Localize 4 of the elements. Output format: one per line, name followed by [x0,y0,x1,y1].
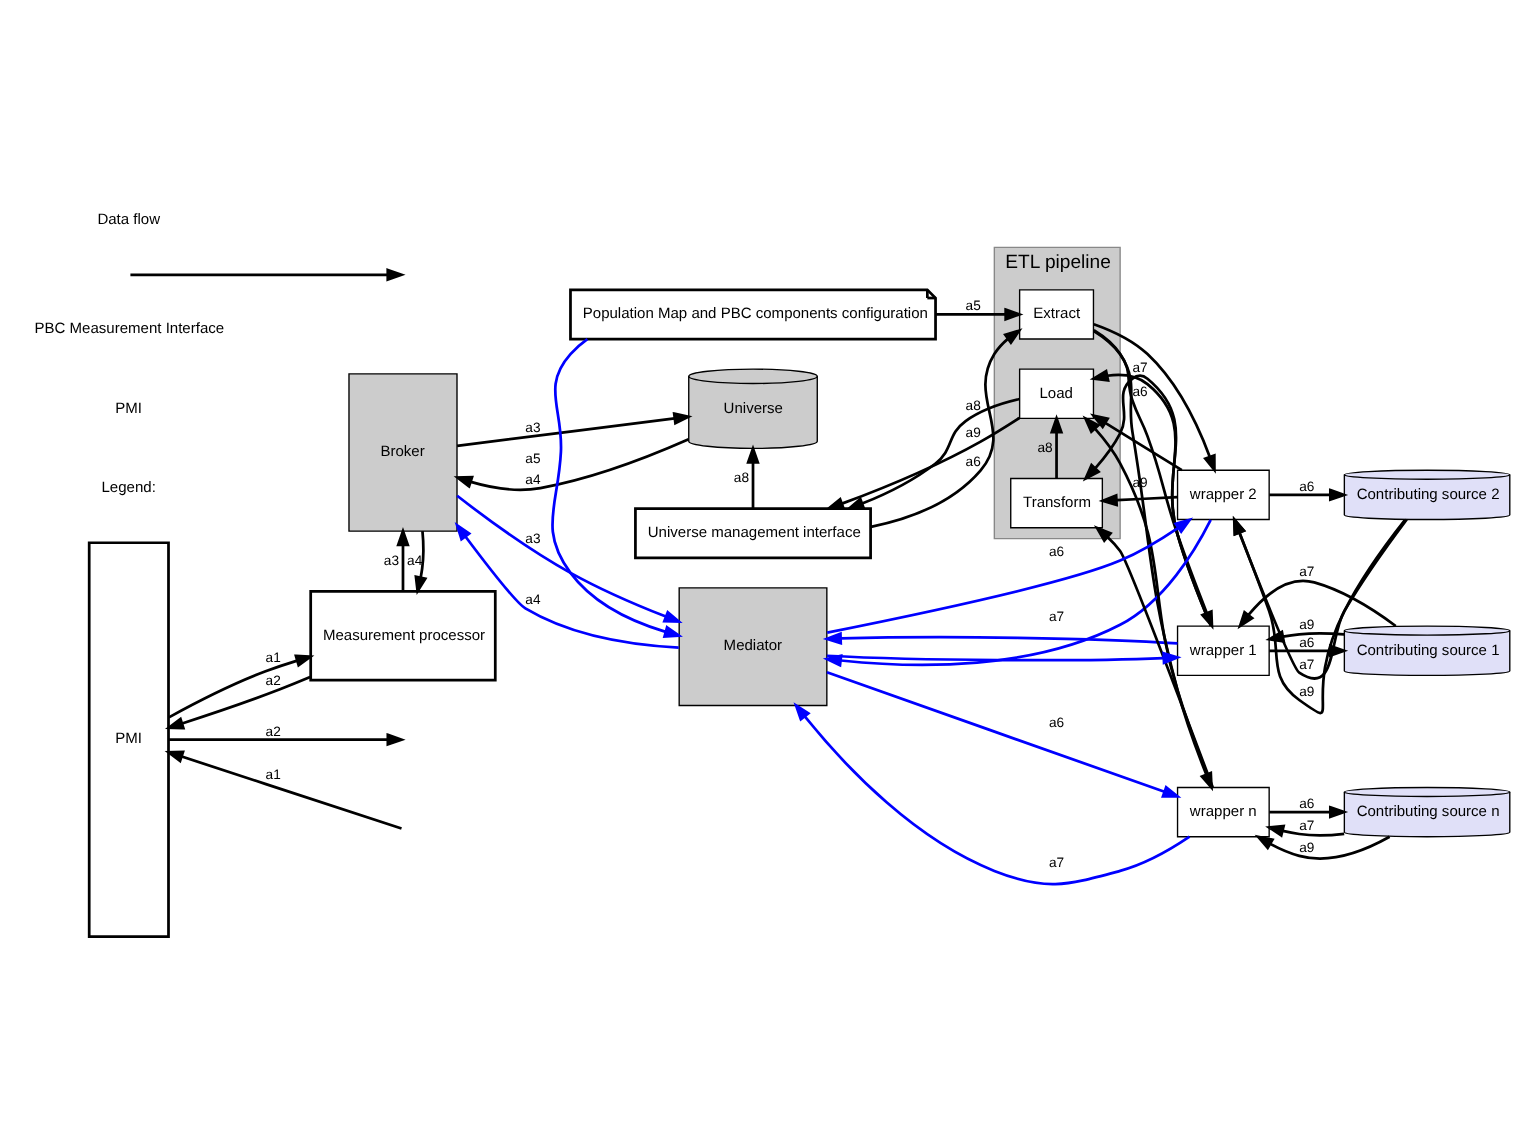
label: PBC Measurement Interface [34,319,225,338]
label: Legend: [101,477,156,496]
legend-label: Data flow [97,209,161,228]
label: PMI [115,398,142,417]
